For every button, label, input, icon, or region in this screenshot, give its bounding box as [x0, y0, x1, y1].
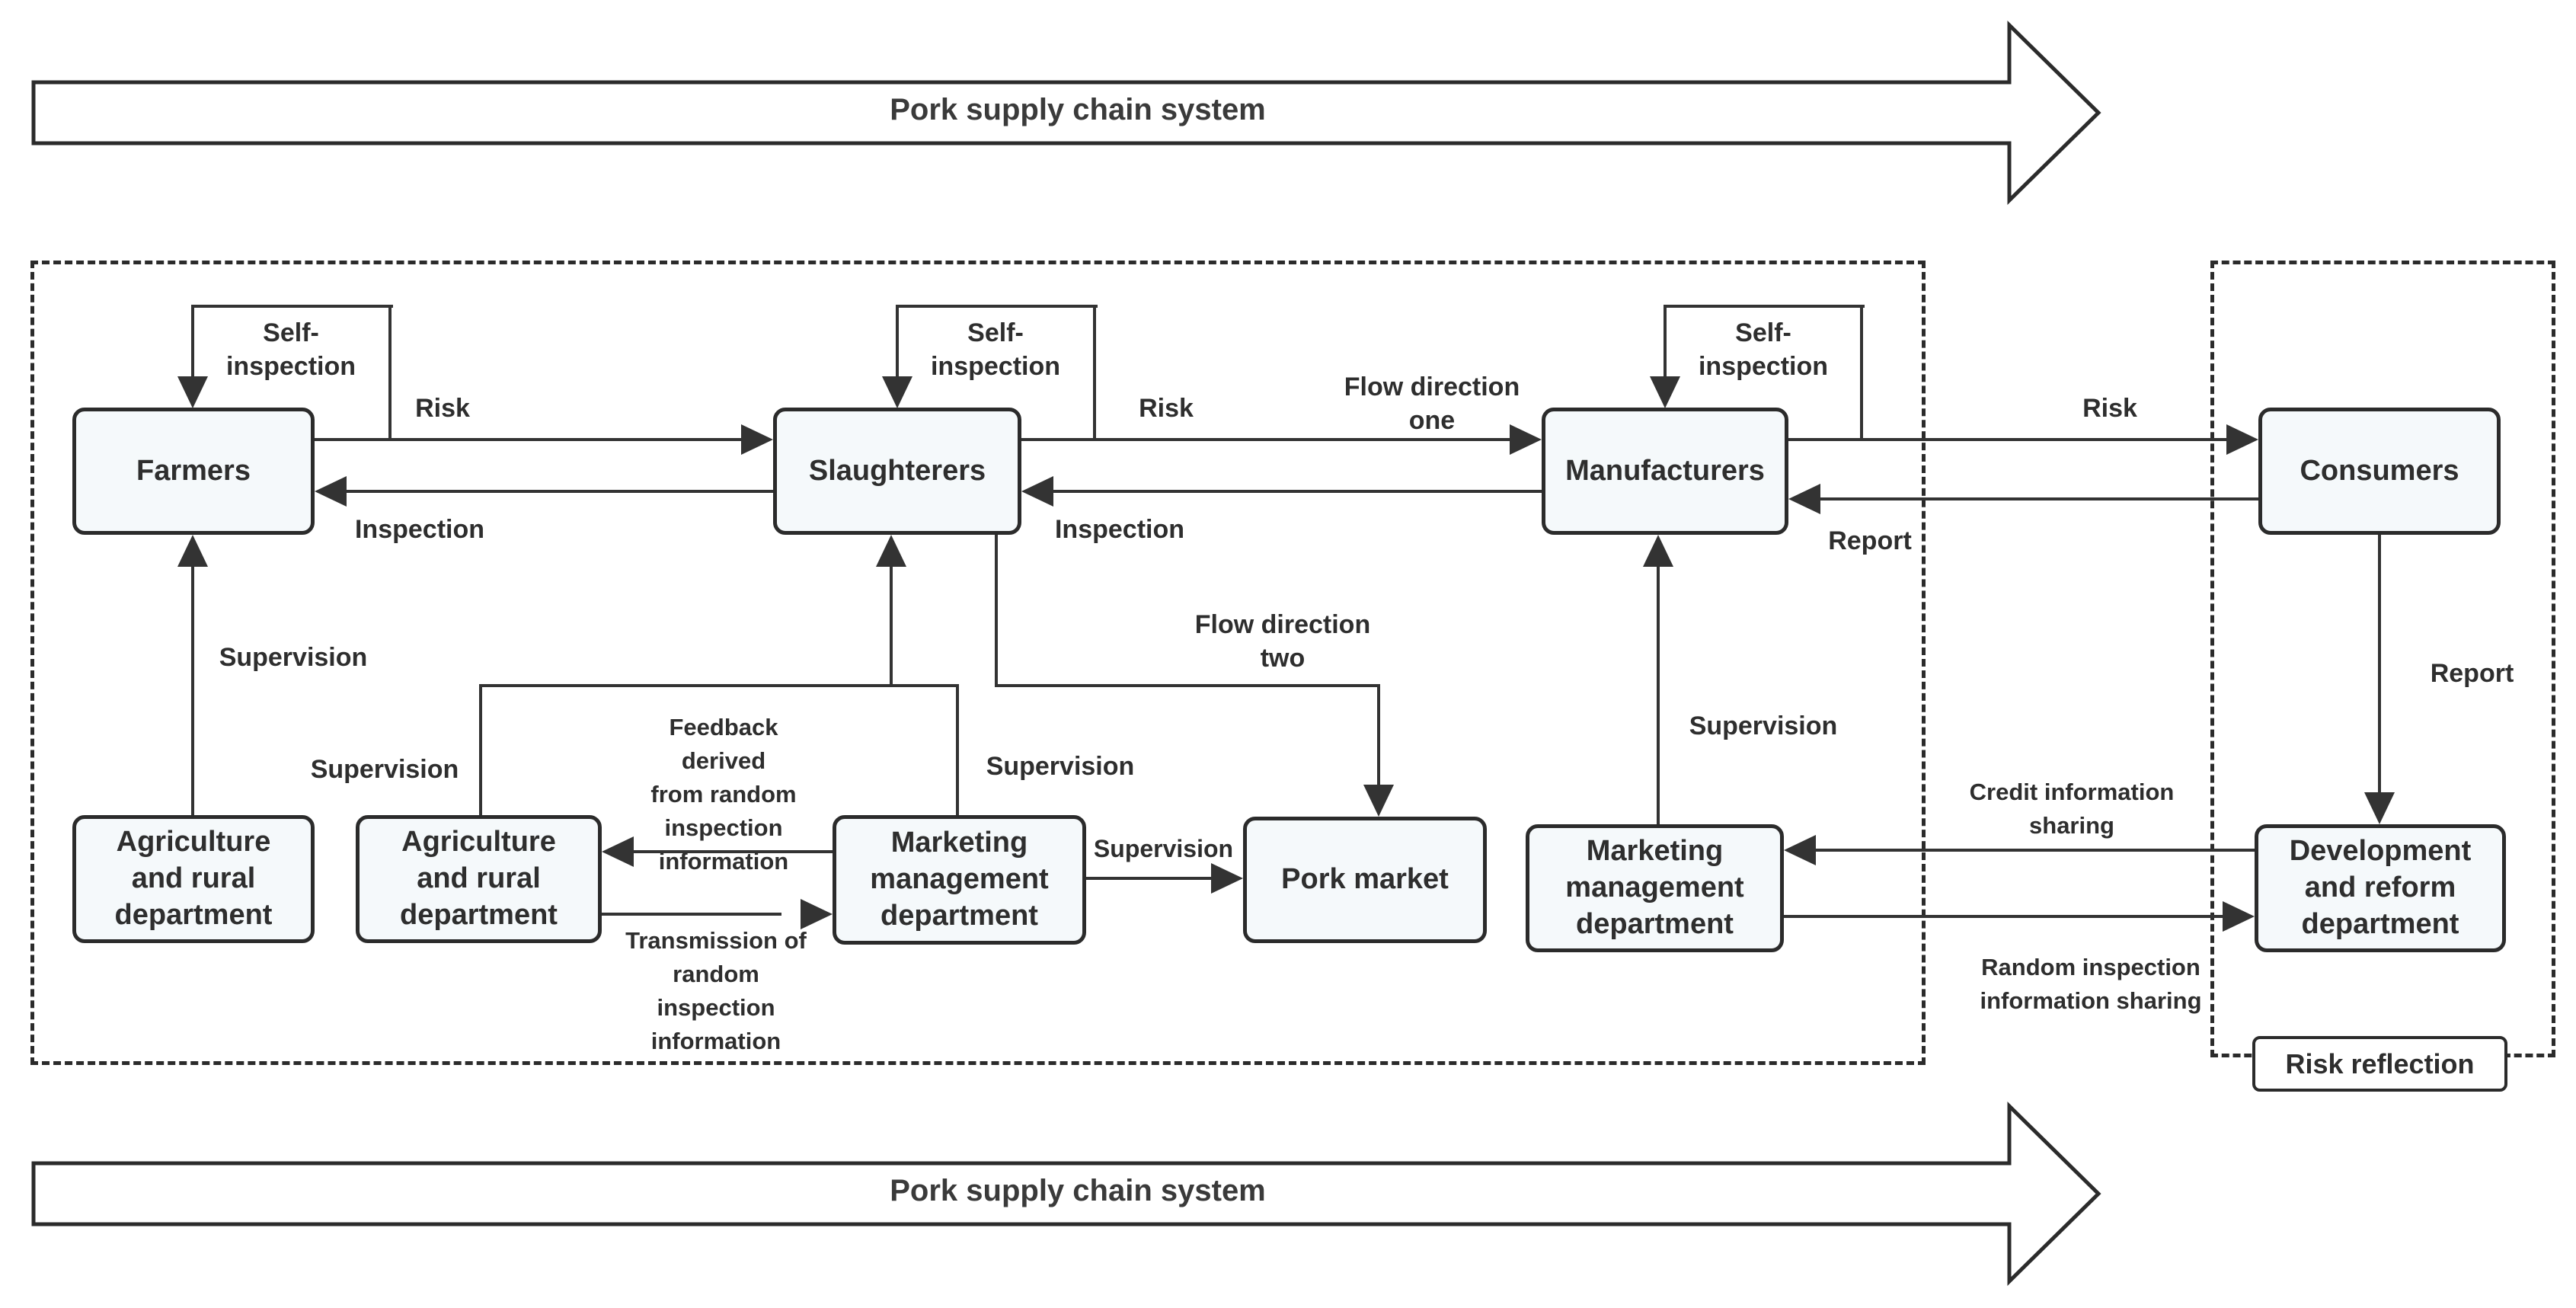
- self-inspection-loop-2-left-line: [896, 305, 899, 381]
- farmers-box: Farmers: [72, 408, 315, 535]
- self-inspection-loop-3-left-line: [1664, 305, 1667, 381]
- self-inspection-loop-1-top-line: [193, 305, 393, 308]
- agriculture-rural-department-1-box: Agriculture and rural department: [72, 815, 315, 943]
- marketing-management-department-1-box: Marketing management department: [833, 815, 1086, 945]
- top-banner-title: Pork supply chain system: [890, 93, 1266, 126]
- flow-two-line-down: [995, 535, 998, 684]
- self-inspection-label-1: Self- inspection: [225, 318, 356, 382]
- self-inspection-label-2: Self- inspection: [930, 318, 1061, 382]
- risk-label-3: Risk: [2082, 394, 2137, 423]
- inspection-label-1: Inspection: [354, 515, 485, 544]
- self-inspection-loop-2-top-line: [897, 305, 1098, 308]
- credit-arrowhead-marketing2: [1784, 835, 1816, 865]
- flow-two-line-drop: [1377, 684, 1380, 785]
- supervision-label-5: Supervision: [1689, 712, 1838, 740]
- main-supervision-dashed-box: [30, 261, 1926, 1065]
- manufacturers-box: Manufacturers: [1542, 408, 1788, 535]
- random-sharing-arrowhead-development: [2223, 901, 2255, 932]
- report-arrowhead-development: [2364, 792, 2395, 824]
- pork-market-box: Pork market: [1243, 817, 1487, 943]
- supervision-line-agriculture1-farmers: [191, 567, 194, 815]
- self-inspection-loop-3-right-line: [1860, 305, 1863, 441]
- bottom-banner-arrow: [31, 1102, 2101, 1286]
- flow-two-arrowhead-pork-market: [1363, 785, 1394, 817]
- random-sharing-line: [1784, 915, 2223, 918]
- transmission-line: [602, 913, 781, 916]
- self-inspection-loop-1-right-line: [388, 305, 392, 441]
- supervision-bus-line: [479, 684, 959, 687]
- supervision-arrowhead-manufacturers: [1643, 535, 1673, 567]
- transmission-arrowhead-marketing1: [801, 899, 833, 929]
- bottom-banner-title: Pork supply chain system: [890, 1174, 1266, 1207]
- supervision-arrowhead-slaughterers: [876, 535, 906, 567]
- self-inspection-loop-3-arrowhead: [1650, 376, 1680, 408]
- self-inspection-loop-1-left-line: [191, 305, 194, 381]
- report-label-2: Report: [2430, 659, 2514, 688]
- report-label-1: Report: [1828, 526, 1912, 555]
- feedback-random-inspection-label: Feedback derived from random inspection …: [650, 714, 797, 875]
- supervision-arrowhead-porkmarket: [1211, 863, 1243, 894]
- self-inspection-loop-2-right-line: [1093, 305, 1096, 441]
- consumers-box: Consumers: [2258, 408, 2501, 535]
- inspection-line-slaughterers-farmers: [347, 490, 773, 493]
- credit-sharing-line: [1816, 849, 2255, 852]
- supervision-label-2: Supervision: [310, 755, 459, 784]
- inspection-arrowhead-farmers: [315, 476, 347, 507]
- risk-arrowhead-manufacturers: [1510, 424, 1542, 455]
- credit-information-sharing-label: Credit information sharing: [1969, 779, 2175, 839]
- flow-two-line-across: [995, 684, 1380, 687]
- supervision-drop-marketing1: [956, 684, 959, 815]
- risk-reflection-box: Risk reflection: [2252, 1036, 2507, 1092]
- risk-line-manufacturers-consumers: [1788, 438, 2226, 441]
- self-inspection-loop-3-top-line: [1665, 305, 1865, 308]
- supervision-label-3: Supervision: [986, 752, 1135, 781]
- slaughterers-box: Slaughterers: [773, 408, 1021, 535]
- feedback-line: [634, 850, 833, 853]
- supervision-line-marketing1-porkmarket: [1086, 877, 1211, 880]
- risk-label-2: Risk: [1139, 394, 1194, 423]
- inspection-arrowhead-slaughterers: [1021, 476, 1053, 507]
- self-inspection-loop-2-arrowhead: [882, 376, 912, 408]
- inspection-line-manufacturers-slaughterers: [1053, 490, 1542, 493]
- development-reform-department-box: Development and reform department: [2255, 824, 2506, 952]
- self-inspection-loop-1-arrowhead: [177, 376, 208, 408]
- inspection-label-2: Inspection: [1054, 515, 1185, 544]
- random-inspection-sharing-label: Random inspection information sharing: [1980, 954, 2202, 1015]
- risk-line-slaughterers-manufacturers: [1021, 438, 1510, 441]
- risk-arrowhead-slaughterers: [741, 424, 773, 455]
- transmission-random-inspection-label: Transmission of random inspection inform…: [625, 927, 807, 1055]
- top-banner-arrow: [31, 21, 2101, 205]
- report-line-consumers-manufacturers: [1820, 497, 2258, 500]
- agriculture-rural-department-2-box: Agriculture and rural department: [356, 815, 602, 943]
- flow-direction-two-label: Flow direction two: [1194, 610, 1371, 673]
- risk-arrowhead-consumers: [2226, 424, 2258, 455]
- risk-line-farmers-slaughterers: [315, 438, 741, 441]
- supervision-line-marketing2-manufacturers: [1657, 567, 1660, 824]
- flow-direction-one-label: Flow direction one: [1344, 373, 1520, 436]
- report-arrowhead-manufacturers: [1788, 484, 1820, 514]
- self-inspection-label-3: Self- inspection: [1698, 318, 1829, 382]
- risk-label-1: Risk: [415, 394, 470, 423]
- report-line-consumers-development: [2378, 533, 2381, 792]
- supervision-riser-slaughterers: [890, 567, 893, 684]
- marketing-management-department-2-box: Marketing management department: [1526, 824, 1784, 952]
- supervision-riser-agriculture2: [479, 684, 482, 815]
- supervision-label-1: Supervision: [219, 643, 368, 672]
- supervision-arrowhead-farmers: [177, 535, 208, 567]
- supervision-label-4: Supervision: [1093, 835, 1234, 862]
- feedback-arrowhead-agriculture2: [602, 836, 634, 867]
